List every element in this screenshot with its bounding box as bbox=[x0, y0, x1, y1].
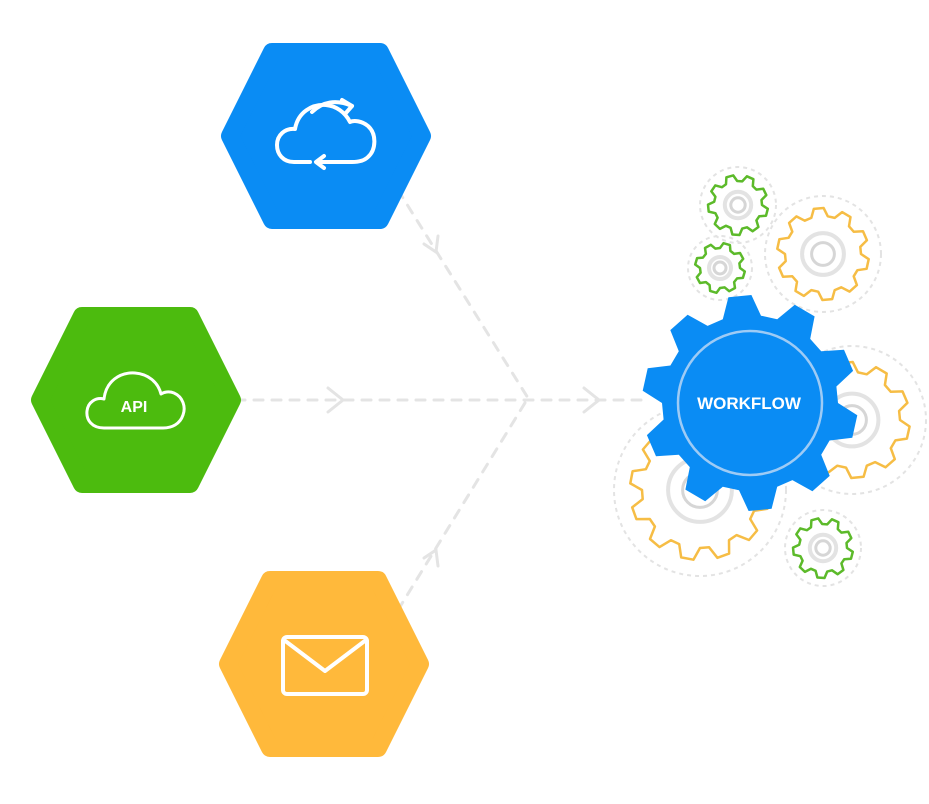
arrow-head-api bbox=[326, 386, 346, 414]
hexagon-green bbox=[31, 307, 241, 493]
source-email bbox=[219, 571, 429, 757]
gear-hub bbox=[810, 241, 836, 267]
gear-hub bbox=[807, 532, 839, 564]
workflow-gear: WORKFLOW bbox=[642, 295, 858, 511]
gear-outline bbox=[791, 517, 855, 580]
gear-halo bbox=[764, 195, 882, 313]
api-label: API bbox=[121, 399, 148, 416]
workflow-label: WORKFLOW bbox=[697, 394, 802, 413]
arrow-head-email bbox=[422, 547, 440, 568]
gear-halo bbox=[784, 509, 862, 587]
workflow-gear-ring bbox=[676, 329, 824, 477]
gear-halo bbox=[687, 235, 753, 301]
hexagon-blue bbox=[221, 43, 431, 229]
source-cloud-sync bbox=[221, 43, 431, 229]
gear-hub bbox=[800, 231, 846, 277]
connectors bbox=[234, 188, 647, 612]
envelope-icon bbox=[281, 635, 369, 696]
gear-halo bbox=[699, 166, 777, 244]
gear-outline bbox=[706, 174, 770, 237]
cloud-api-icon bbox=[85, 371, 186, 430]
gear-hub bbox=[707, 255, 733, 281]
gear-hub bbox=[814, 539, 832, 557]
gear-halo bbox=[613, 403, 787, 577]
source-api: API bbox=[31, 307, 241, 493]
arrow-head-merge bbox=[582, 386, 602, 414]
gear-green-bottom-icon bbox=[784, 509, 862, 587]
hexagon-yellow bbox=[219, 571, 429, 757]
connector-email bbox=[396, 396, 530, 612]
gear-yellow-top-icon bbox=[764, 195, 882, 313]
arrow-head-cloud bbox=[422, 234, 440, 255]
gear-outline bbox=[776, 206, 870, 302]
gear-green-top-icon bbox=[699, 166, 777, 244]
gear-green-small-icon bbox=[687, 235, 753, 301]
cloud-sync-icon bbox=[275, 98, 377, 170]
gear-outline bbox=[693, 241, 747, 295]
gear-hub bbox=[729, 196, 747, 214]
gear-hub bbox=[712, 260, 728, 276]
connector-cloud bbox=[396, 188, 530, 400]
workflow-gear-body bbox=[642, 295, 858, 511]
gear-hub bbox=[722, 189, 754, 221]
